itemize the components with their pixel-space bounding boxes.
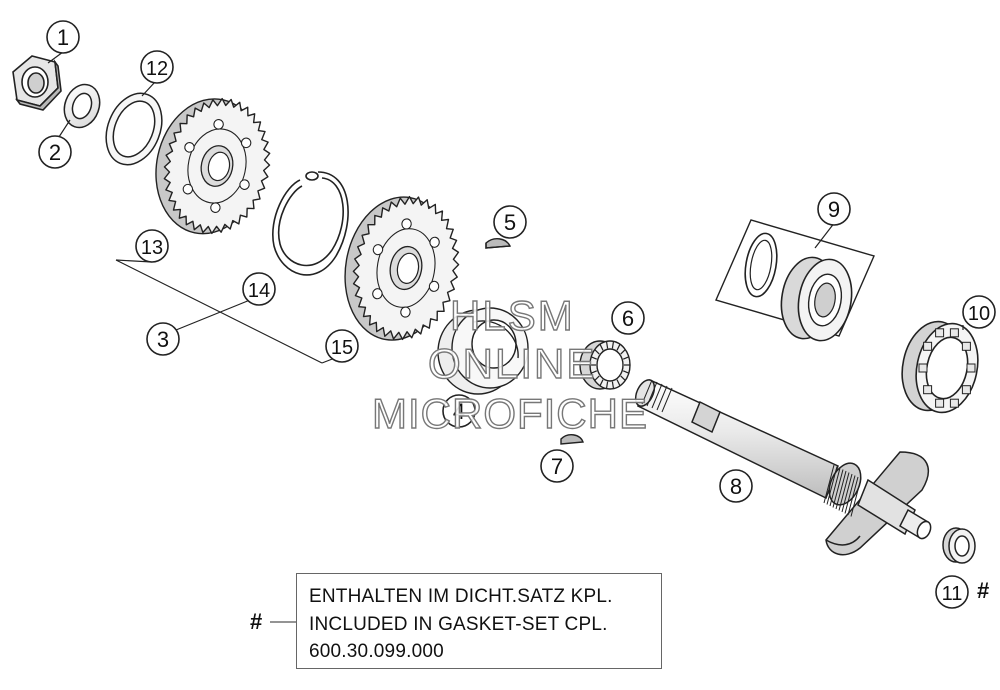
callout-circle [146, 322, 180, 356]
callout-9: 9 [817, 192, 851, 226]
callout-circle [442, 394, 476, 428]
balancer-shaft [634, 379, 932, 556]
callout-10: 10 [962, 295, 996, 329]
callout-circle [38, 135, 72, 169]
callout-circle [962, 295, 996, 329]
callout-number: 8 [730, 474, 742, 499]
callout-5: 5 [493, 205, 527, 239]
callout-number: 1 [57, 25, 69, 50]
callout-number: 14 [248, 280, 270, 302]
callout-number: 9 [828, 197, 840, 222]
callout-12: 12 [140, 50, 174, 84]
gasket-set-note: ENTHALTEN IM DICHT.SATZ KPL. INCLUDED IN… [296, 573, 662, 669]
callout-number: 13 [141, 237, 163, 259]
callout-number: 2 [49, 140, 61, 165]
callout-number: 4 [453, 399, 465, 424]
woodruff-key-lower [560, 434, 584, 445]
shim-ring [105, 92, 163, 166]
callout-number: 5 [504, 210, 516, 235]
part-11-marker: # [977, 578, 990, 603]
callout-circle [817, 192, 851, 226]
ball-bearing-group [715, 219, 875, 342]
callout-circle [719, 469, 753, 503]
callout-15: 15 [325, 329, 359, 363]
callout-circle [242, 272, 276, 306]
note-marker: # [250, 609, 263, 634]
watermark-line-2: ONLINE [427, 339, 597, 387]
snap-ring [272, 171, 349, 276]
callout-circle [611, 301, 645, 335]
balancer-gear-small [344, 195, 460, 341]
callout-3: 3 [146, 322, 180, 356]
callout-number: 6 [622, 306, 634, 331]
callout-circle [540, 449, 574, 483]
roller-bearing [901, 320, 979, 414]
callout-number: 10 [968, 303, 990, 325]
callout-2: 2 [38, 135, 72, 169]
callout-number: 11 [942, 583, 963, 605]
washer [63, 83, 101, 129]
hub-bushing [437, 307, 529, 395]
callout-circle [140, 50, 174, 84]
callout-13: 13 [135, 229, 169, 263]
callout-number: 15 [331, 337, 353, 359]
callout-8: 8 [719, 469, 753, 503]
callout-6: 6 [611, 301, 645, 335]
callout-14: 14 [242, 272, 276, 306]
callout-circle [935, 575, 969, 609]
note-line-partno: 600.30.099.000 [309, 641, 444, 662]
callout-circle [46, 20, 80, 54]
callout-7: 7 [540, 449, 574, 483]
callout-1: 1 [46, 20, 80, 54]
balancer-gear-large [155, 97, 271, 235]
note-line-en: INCLUDED IN GASKET-SET CPL. [309, 614, 608, 635]
needle-bearing [579, 340, 631, 390]
callout-number: 7 [551, 454, 563, 479]
callout-4: 4 [442, 394, 476, 428]
small-bushing [942, 527, 976, 564]
watermark-line-3: MICROFICHE [371, 389, 648, 437]
callout-circle [135, 229, 169, 263]
callout-circle [325, 329, 359, 363]
note-line-de: ENTHALTEN IM DICHT.SATZ KPL. [309, 586, 613, 607]
hex-nut [12, 55, 62, 111]
callout-circle [493, 205, 527, 239]
watermark-line-1: HLSM [449, 291, 575, 339]
woodruff-key-upper [485, 238, 512, 249]
callout-11: 11 [935, 575, 969, 609]
callout-number: 3 [157, 327, 169, 352]
callout-number: 12 [146, 58, 168, 80]
